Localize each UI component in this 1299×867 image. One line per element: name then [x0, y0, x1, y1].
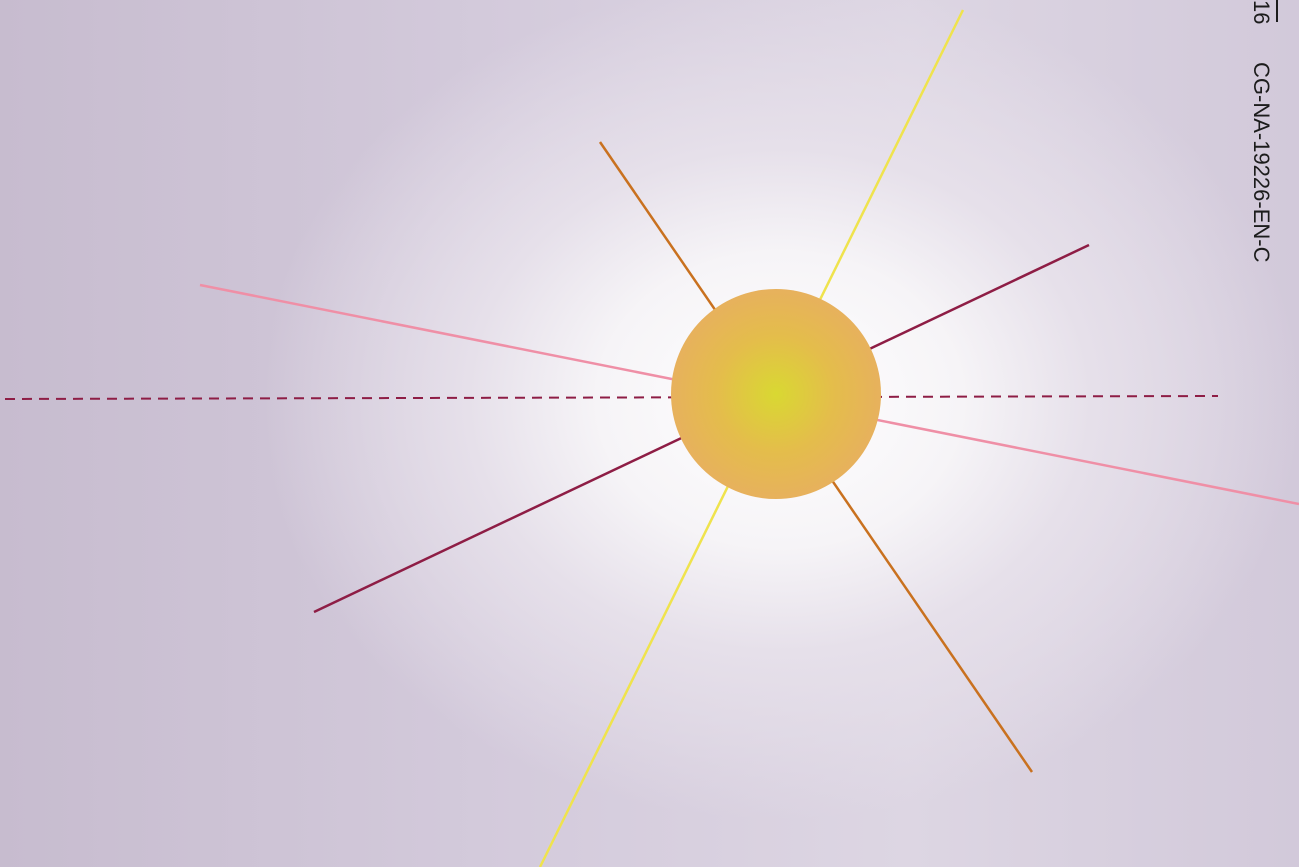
horizon-dashed-line — [5, 396, 1218, 399]
page-number-rule — [1276, 0, 1278, 22]
sun-disc — [671, 289, 881, 499]
catalogue-code: CG-NA-19226-EN-C — [1249, 62, 1273, 392]
